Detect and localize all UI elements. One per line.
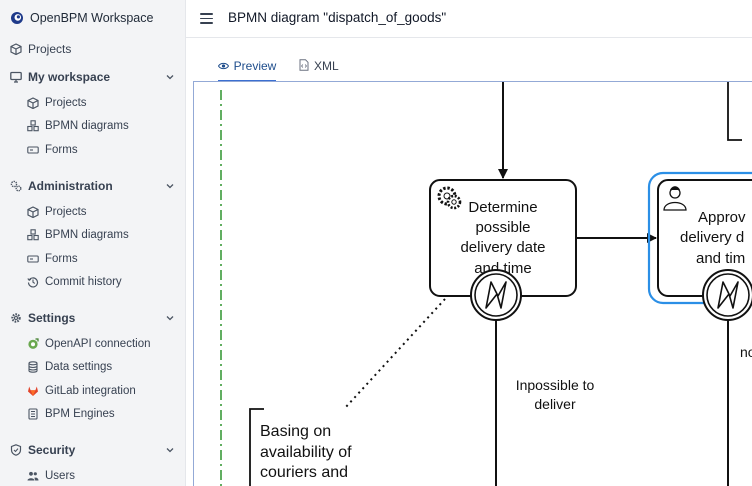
- gears-icon: [10, 180, 22, 192]
- file-code-icon: [299, 58, 309, 74]
- page-title: BPMN diagram "dispatch_of_goods": [228, 10, 447, 25]
- task2-line2: delivery d: [680, 229, 744, 246]
- sidebar-item-label: BPMN diagrams: [45, 120, 129, 132]
- sidebar-item-gitlab-integration[interactable]: GitLab integration: [0, 380, 185, 402]
- gitlab-icon: [27, 385, 39, 397]
- engine-icon: [27, 408, 39, 420]
- sidebar-item-label: Projects: [28, 42, 72, 56]
- annotation-top-bracket: [727, 82, 742, 141]
- sidebar-item-ws-forms[interactable]: Forms: [0, 139, 185, 161]
- sidebar-item-label: Projects: [45, 206, 87, 218]
- sidebar-item-projects[interactable]: Projects: [0, 38, 185, 60]
- eye-icon: [217, 59, 229, 73]
- sidebar-section-label: Administration: [28, 179, 113, 193]
- form-icon: [27, 253, 39, 265]
- sidebar-item-data-settings[interactable]: Data settings: [0, 356, 185, 378]
- sidebar-section-my-workspace[interactable]: My workspace: [0, 66, 185, 88]
- sidebar-item-admin-forms[interactable]: Forms: [0, 248, 185, 270]
- association-dotted: [344, 298, 446, 409]
- database-icon: [27, 361, 39, 373]
- flow-label-line1: Inpossible to: [516, 377, 595, 393]
- service-task-gear-icon: [437, 186, 462, 210]
- sidebar-item-label: Commit history: [45, 276, 122, 288]
- cube-icon: [10, 43, 22, 55]
- top-bar: BPMN diagram "dispatch_of_goods": [186, 0, 752, 38]
- sidebar-item-label: Forms: [45, 144, 78, 156]
- sidebar-section-administration[interactable]: Administration: [0, 175, 185, 197]
- chevron-down-icon: [165, 181, 175, 191]
- user-task-icon: [663, 186, 687, 211]
- error-icon: [717, 281, 739, 309]
- sidebar-item-label: Users: [45, 470, 76, 482]
- tab-label: Preview: [233, 59, 277, 73]
- annotation-bottom-line1: Basing on: [260, 423, 331, 440]
- task1-line1: Determine: [468, 199, 537, 216]
- hamburger-menu-icon[interactable]: [200, 12, 214, 24]
- view-tabs: Preview XML: [186, 52, 752, 82]
- sidebar-item-openapi-connection[interactable]: OpenAPI connection: [0, 333, 185, 355]
- boundary-error-event-1[interactable]: [470, 269, 522, 321]
- brand[interactable]: OpenBPM Workspace: [10, 10, 153, 26]
- history-icon: [27, 276, 39, 288]
- flow-label-right: no: [740, 344, 752, 360]
- sidebar-section-label: My workspace: [28, 70, 111, 84]
- sidebar: OpenBPM Workspace Projects My workspace …: [0, 0, 186, 486]
- sidebar-item-label: Forms: [45, 253, 78, 265]
- diagram-icon: [27, 229, 39, 241]
- annotation-bottom-bracket: [249, 408, 264, 486]
- sidebar-item-commit-history[interactable]: Commit history: [0, 271, 185, 293]
- sidebar-item-label: GitLab integration: [45, 385, 136, 397]
- sidebar-item-admin-bpmn-diagrams[interactable]: BPMN diagrams: [0, 224, 185, 246]
- sidebar-section-security[interactable]: Security: [0, 439, 185, 461]
- sidebar-item-bpm-engines[interactable]: BPM Engines: [0, 403, 185, 425]
- sidebar-item-label: Data settings: [45, 361, 113, 373]
- boundary-error-event-2[interactable]: [702, 269, 752, 321]
- annotation-bottom-line2: availability of: [260, 444, 352, 461]
- shield-icon: [10, 444, 22, 456]
- monitor-icon: [10, 71, 22, 83]
- task2-line3: and tim: [696, 250, 745, 267]
- sidebar-item-label: Projects: [45, 97, 87, 109]
- error-icon: [485, 281, 507, 309]
- task-approve-delivery-date[interactable]: Approv delivery d and tim: [647, 171, 752, 305]
- app-name: OpenBPM Workspace: [30, 11, 154, 25]
- sidebar-section-settings[interactable]: Settings: [0, 307, 185, 329]
- task2-line1: Approv: [698, 209, 746, 226]
- tab-xml[interactable]: XML: [299, 52, 339, 80]
- sidebar-item-label: OpenAPI connection: [45, 338, 151, 350]
- sidebar-item-users[interactable]: Users: [0, 465, 185, 486]
- bpmn-diagram: ... rece sys Determine possible delivery…: [220, 82, 752, 486]
- sidebar-item-label: BPMN diagrams: [45, 229, 129, 241]
- openapi-icon: [27, 338, 39, 350]
- cube-icon: [27, 97, 39, 109]
- openbpm-logo-icon: [10, 11, 24, 25]
- chevron-down-icon: [165, 445, 175, 455]
- bpmn-canvas[interactable]: ... rece sys Determine possible delivery…: [193, 81, 752, 486]
- tab-label: XML: [314, 59, 339, 73]
- sidebar-item-label: BPM Engines: [45, 408, 115, 420]
- chevron-down-icon: [165, 72, 175, 82]
- sidebar-item-ws-bpmn-diagrams[interactable]: BPMN diagrams: [0, 115, 185, 137]
- form-icon: [27, 144, 39, 156]
- task1-line2: possible: [475, 219, 530, 236]
- diagram-icon: [27, 120, 39, 132]
- sidebar-section-label: Security: [28, 443, 76, 457]
- chevron-down-icon: [165, 313, 175, 323]
- users-icon: [27, 470, 39, 482]
- annotation-bottom-line3: couriers and: [260, 464, 348, 481]
- sidebar-item-ws-projects[interactable]: Projects: [0, 92, 185, 114]
- sidebar-item-admin-projects[interactable]: Projects: [0, 201, 185, 223]
- gear-icon: [10, 312, 22, 324]
- flow-label-line2: deliver: [534, 396, 576, 412]
- cube-icon: [27, 206, 39, 218]
- task1-line3: delivery date: [460, 239, 545, 256]
- tab-preview[interactable]: Preview: [217, 52, 277, 82]
- sidebar-section-label: Settings: [28, 311, 76, 325]
